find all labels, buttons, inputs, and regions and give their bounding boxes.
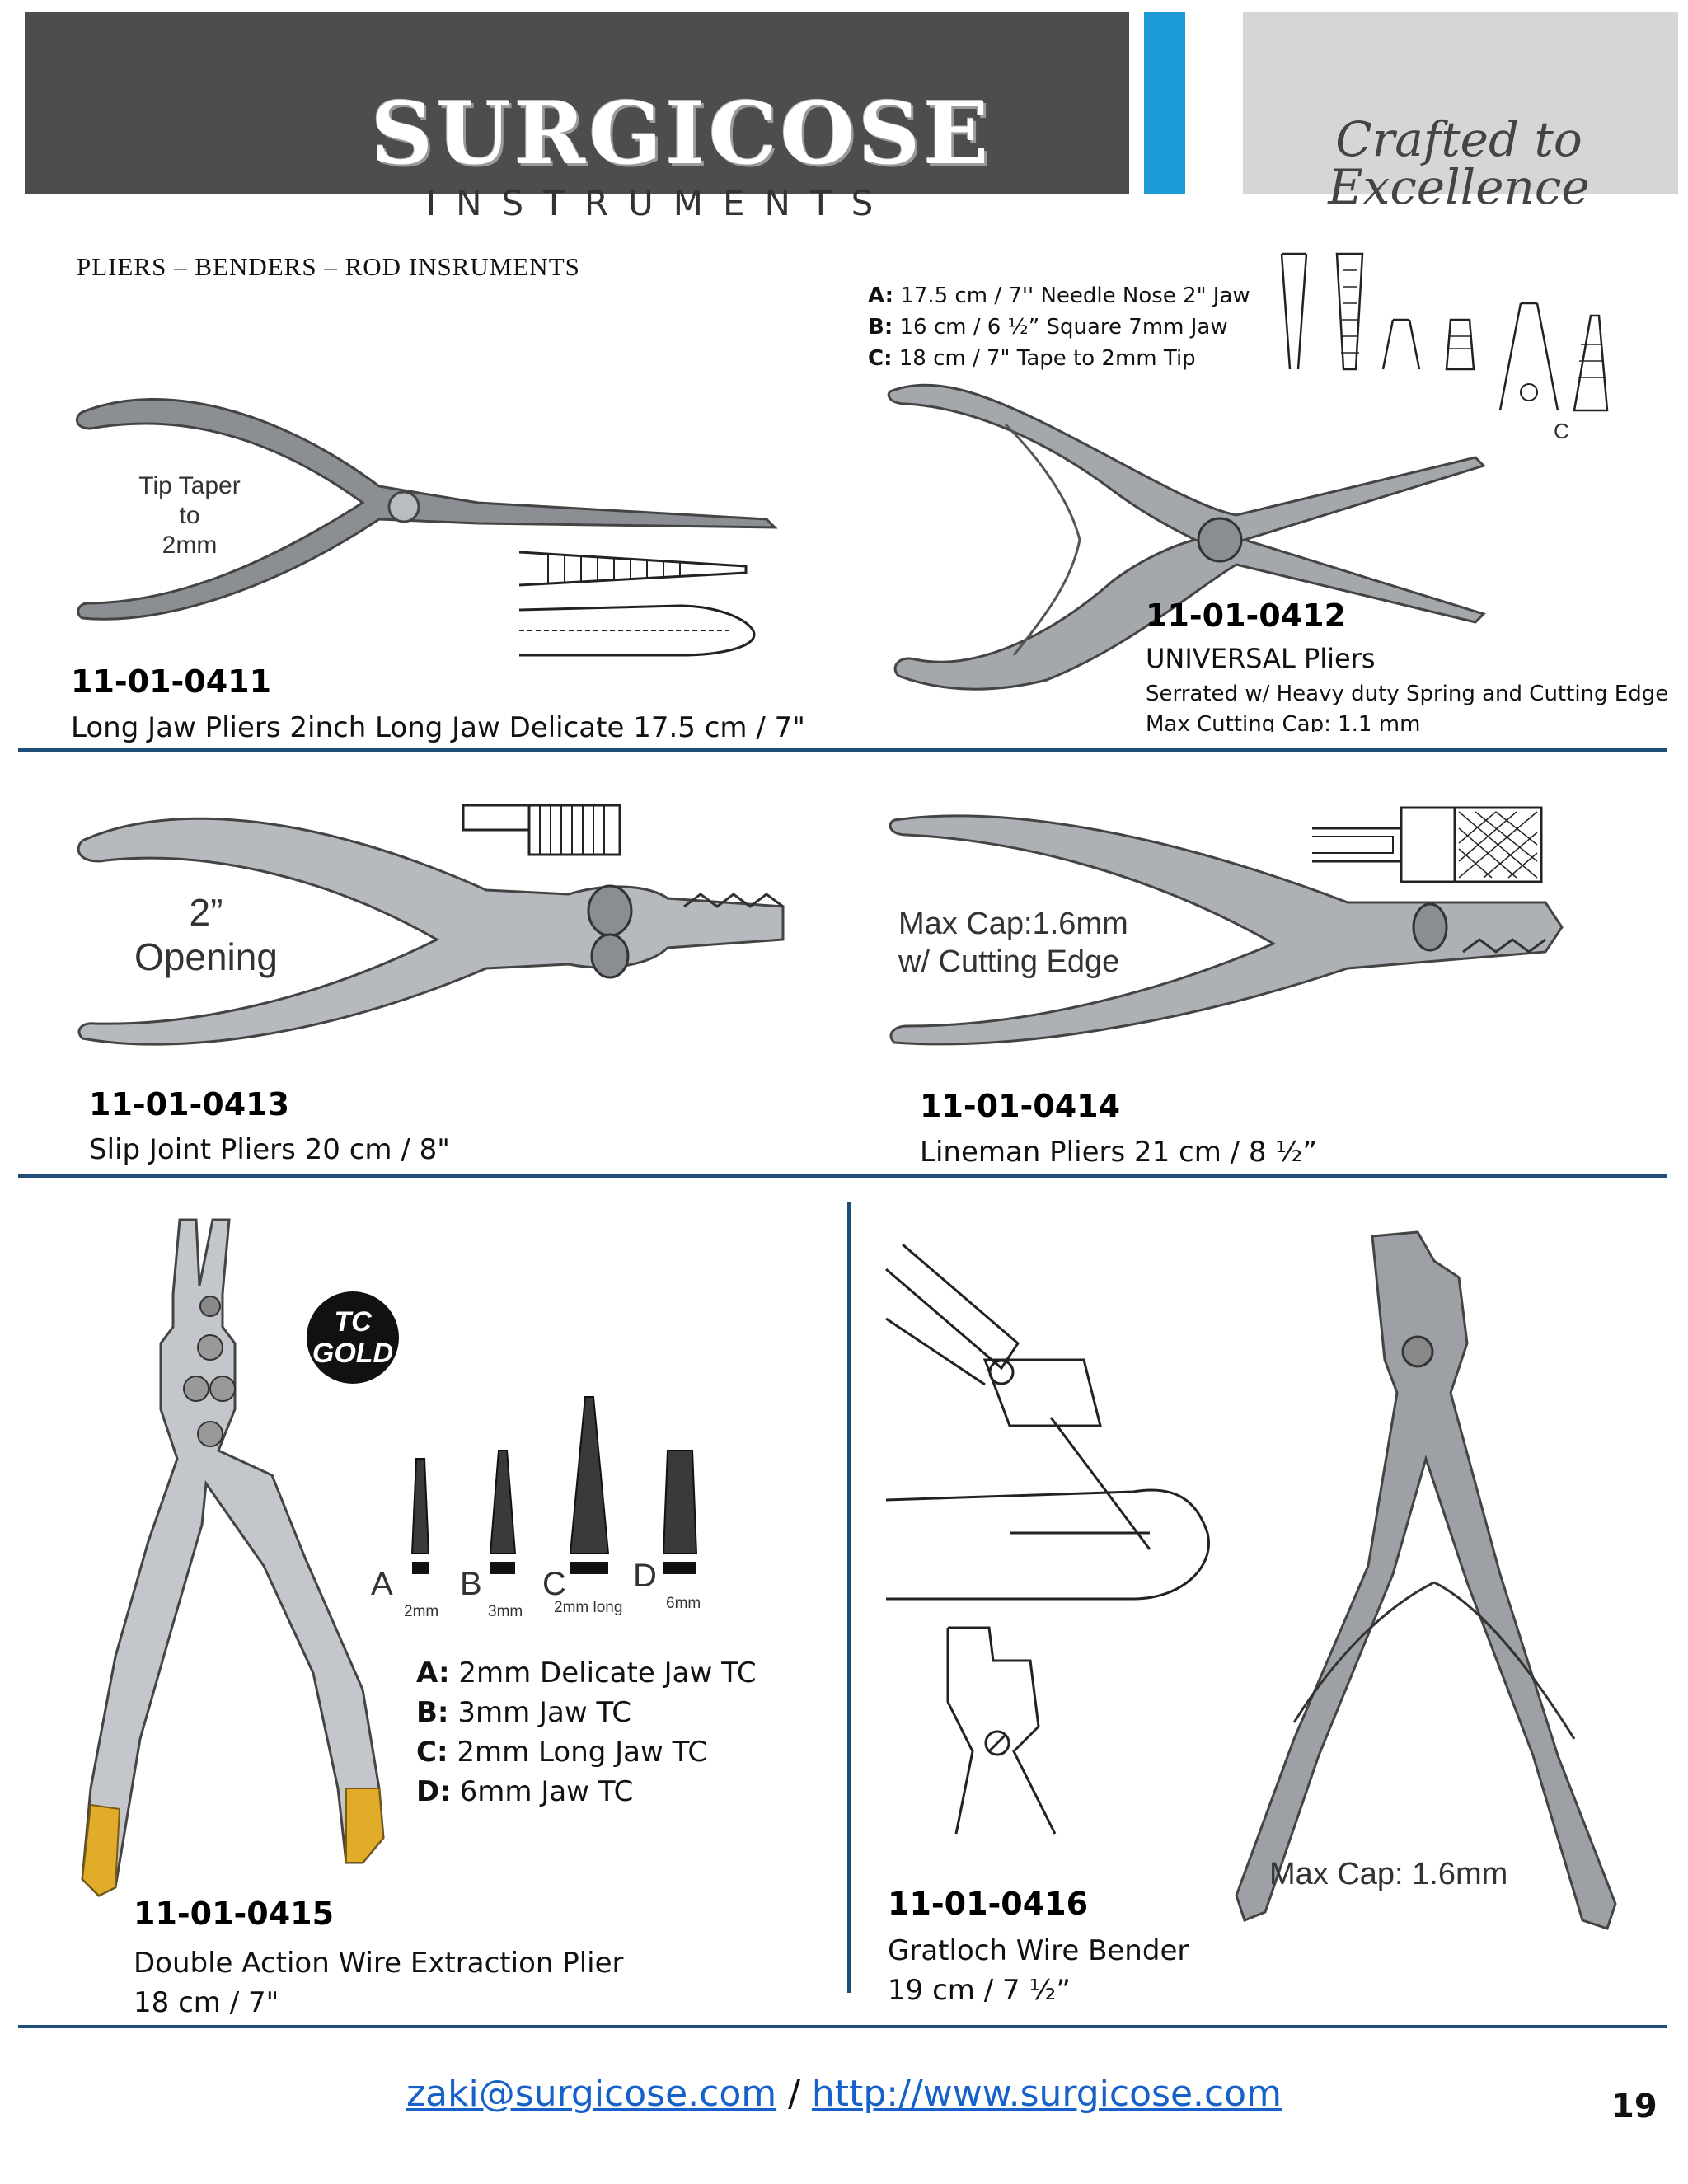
wire-bender-detail-drawing	[946, 1626, 1057, 1835]
header-tagline-panel	[1243, 12, 1678, 194]
product-detail: Max Cutting Cap: 1.1 mm	[1146, 712, 1421, 732]
callout-line: Opening	[134, 935, 278, 978]
description-line: 19 cm / 7 ½”	[888, 1974, 1071, 2007]
website-link[interactable]: http://www.surgicose.com	[811, 2073, 1282, 2115]
variant-list: A: 2mm Delicate Jaw TC B: 3mm Jaw TC C: …	[416, 1653, 757, 1811]
tc-jaw-tips-drawing	[410, 1396, 698, 1574]
product-detail: Serrated w/ Heavy duty Spring and Cuttin…	[1146, 682, 1669, 706]
brand-subtitle: INSTRUMENTS	[425, 183, 893, 223]
tip-sizes: 2mm 3mm 2mm long 6mm	[387, 1595, 734, 1636]
variant-item: A: 17.5 cm / 7'' Needle Nose 2" Jaw	[868, 284, 1250, 308]
product-code: 11-01-0413	[89, 1086, 290, 1122]
description-line: Gratloch Wire Bender	[888, 1934, 1189, 1967]
brand-logo: SURGICOSE	[371, 82, 992, 184]
column-divider	[847, 1202, 851, 1993]
double-action-plier-image	[81, 1218, 385, 1897]
lineman-pliers-image	[889, 814, 1564, 1046]
variant-item: B: 3mm Jaw TC	[416, 1696, 631, 1729]
section-divider	[18, 1174, 1667, 1178]
tip-taper-detail-drawing	[518, 551, 756, 657]
header-accent-stripe	[1144, 12, 1185, 194]
description-line: Double Action Wire Extraction Plier	[134, 1947, 624, 1980]
opening-callout: 2” Opening	[103, 890, 309, 979]
brand-tagline: Crafted to Excellence	[1328, 111, 1590, 215]
jaw-tip-drawings	[1280, 252, 1609, 412]
tip-size: 2mm	[404, 1603, 439, 1620]
tip-size: 2mm long	[554, 1599, 623, 1616]
tip-letter: B	[460, 1566, 482, 1602]
badge-text: TC	[334, 1306, 372, 1338]
section-divider	[18, 748, 1667, 752]
product-code: 11-01-0412	[1146, 598, 1347, 634]
email-link[interactable]: zaki@surgicose.com	[406, 2073, 777, 2115]
product-code: 11-01-0414	[920, 1088, 1121, 1124]
tip-size: 3mm	[488, 1603, 523, 1620]
slip-joint-pliers-image	[77, 817, 785, 1046]
product-code: 11-01-0415	[134, 1896, 335, 1932]
product-description: Lineman Pliers 21 cm / 8 ½”	[920, 1136, 1317, 1169]
footer-contact: zaki@surgicose.com / http://www.surgicos…	[0, 2073, 1688, 2115]
tip-taper-callout: Tip Taper to 2mm	[115, 471, 264, 560]
badge-text: GOLD	[312, 1338, 394, 1369]
callout-line: 2mm	[162, 532, 218, 559]
page-number: 19	[1611, 2088, 1658, 2125]
variant-item: A: 2mm Delicate Jaw TC	[416, 1657, 757, 1690]
jaw-detail-drawing	[462, 804, 621, 856]
variant-item: C: 2mm Long Jaw TC	[416, 1736, 708, 1769]
category-title: PLIERS – BENDERS – ROD INSRUMENTS	[77, 252, 580, 281]
variant-item: C: 18 cm / 7" Tape to 2mm Tip	[868, 346, 1196, 371]
product-code: 11-01-0411	[71, 663, 272, 700]
tip-letter: D	[633, 1558, 657, 1594]
callout-line: w/ Cutting Edge	[898, 944, 1120, 979]
variant-item: B: 16 cm / 6 ½” Square 7mm Jaw	[868, 315, 1228, 340]
footer-separator: /	[776, 2073, 812, 2115]
long-jaw-pliers-image	[76, 398, 778, 621]
tip-letter: A	[371, 1566, 393, 1602]
product-description: Slip Joint Pliers 20 cm / 8"	[89, 1133, 450, 1166]
gratloch-wire-bender-image	[1235, 1230, 1617, 1930]
product-name: UNIVERSAL Pliers	[1146, 643, 1376, 674]
callout-line: 2”	[189, 891, 223, 934]
universal-pliers-image	[887, 383, 1486, 691]
jaw-tip-label: C	[1554, 419, 1569, 443]
variant-item: D: 6mm Jaw TC	[416, 1775, 634, 1808]
product-code: 11-01-0416	[888, 1886, 1089, 1922]
max-cap-callout: Max Cap:1.6mm w/ Cutting Edge	[898, 905, 1179, 981]
tc-gold-badge: TC GOLD	[307, 1291, 399, 1384]
header-banner	[25, 12, 1129, 194]
tip-letters: A B C D	[371, 1558, 701, 1615]
callout-line: Max Cap:1.6mm	[898, 907, 1128, 941]
product-description: Gratloch Wire Bender 19 cm / 7 ½”	[888, 1931, 1189, 2010]
description-line: 18 cm / 7"	[134, 1986, 279, 2019]
section-divider	[18, 2025, 1667, 2028]
max-cap-callout: Max Cap: 1.6mm	[1269, 1857, 1508, 1891]
cutting-edge-detail-drawing	[1312, 806, 1543, 883]
callout-line: Tip Taper	[138, 472, 241, 499]
callout-line: to	[179, 502, 200, 529]
tip-letter: C	[542, 1566, 566, 1602]
tip-size: 6mm	[666, 1595, 701, 1612]
product-description: Double Action Wire Extraction Plier 18 c…	[134, 1943, 624, 2022]
wire-bender-usage-drawing	[885, 1243, 1210, 1601]
variant-list: A: 17.5 cm / 7'' Needle Nose 2" Jaw B: 1…	[868, 280, 1250, 374]
product-description: Long Jaw Pliers 2inch Long Jaw Delicate …	[71, 711, 805, 744]
